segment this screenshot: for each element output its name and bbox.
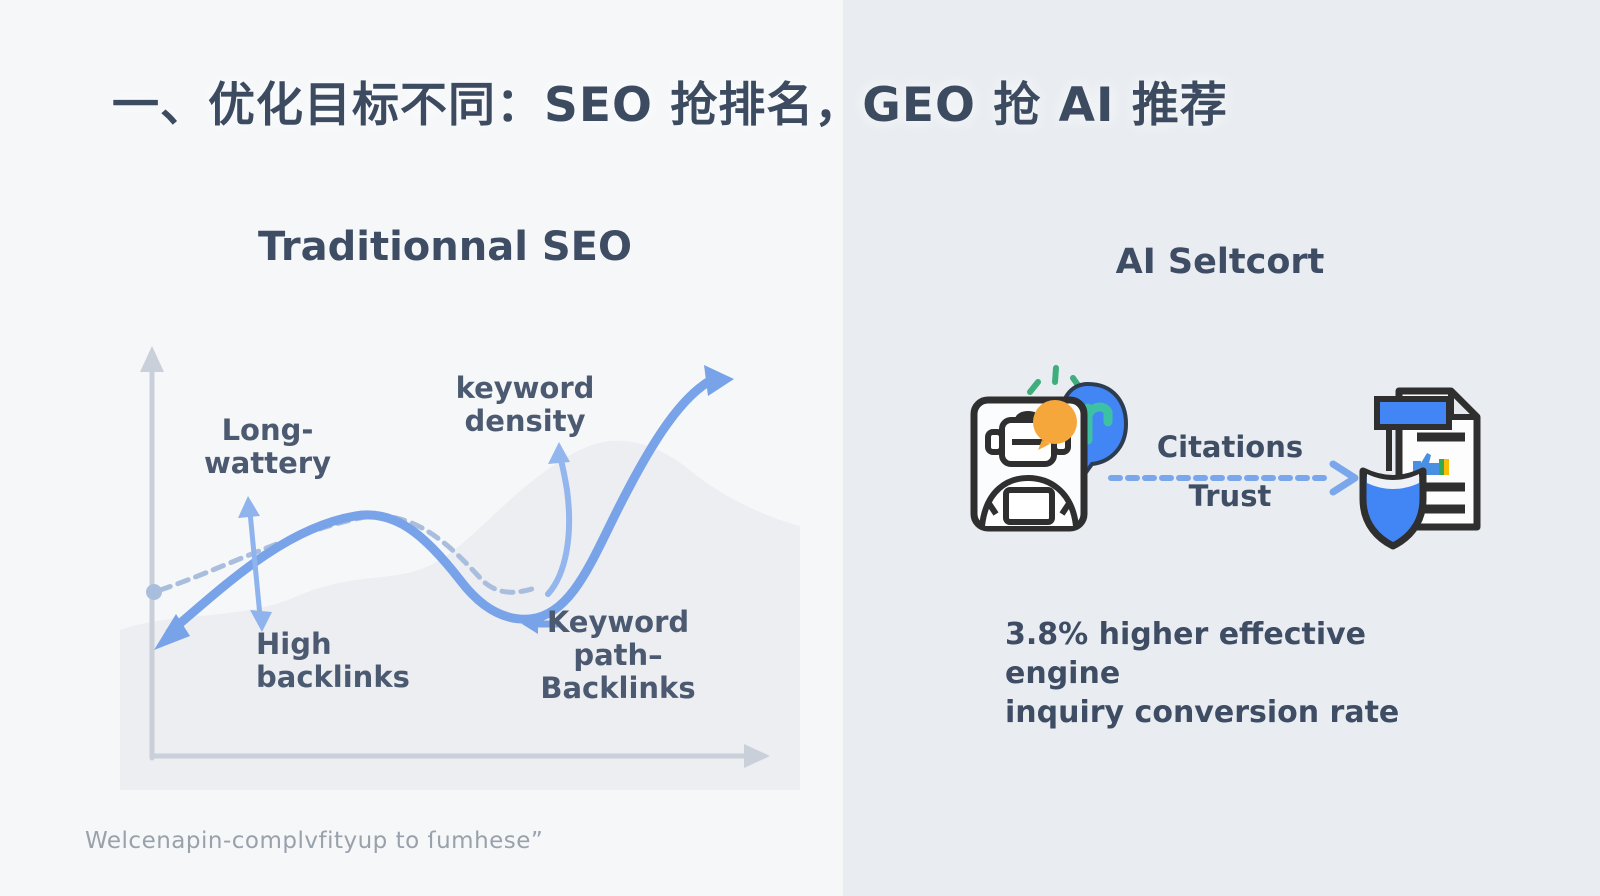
page-title: 一、优化目标不同：SEO 抢排名，GEO 抢 AI 推荐 bbox=[112, 78, 1228, 133]
trusted-document-icon bbox=[1359, 387, 1481, 550]
curve-end-arrowhead bbox=[704, 365, 734, 396]
keyword-path-arrow bbox=[522, 614, 562, 634]
seo-concept-chart bbox=[120, 346, 800, 790]
label-long-tail-line2: wattery bbox=[204, 446, 331, 480]
ai-chatbot-card-icon bbox=[970, 365, 1129, 532]
seo-panel-heading: Traditionnal SEO bbox=[258, 224, 632, 270]
curve-start-arrowhead bbox=[154, 614, 190, 650]
footer-caption: Welcenapin-complvfityup to ſumhese” bbox=[85, 828, 544, 854]
label-keyword-path-line3: Backlinks bbox=[540, 671, 696, 705]
label-long-tail-line1: Long- bbox=[221, 413, 314, 447]
axes bbox=[140, 346, 770, 768]
geo-panel-heading: AI Seltcort bbox=[1115, 242, 1325, 282]
label-keyword-path-line2: path– bbox=[573, 638, 663, 672]
hill-silhouette bbox=[120, 440, 800, 790]
flow-label-citations: Citations bbox=[1156, 430, 1304, 464]
label-high-backlinks-line1: High bbox=[256, 627, 332, 661]
conversion-stat: 3.8% higher effective engine inquiry con… bbox=[1005, 615, 1445, 732]
label-long-tail: Long- wattery bbox=[175, 414, 360, 480]
person-body bbox=[979, 474, 1079, 527]
orange-dot-icon bbox=[1033, 400, 1077, 444]
orange-dot-tail bbox=[1038, 440, 1050, 450]
label-keyword-path-line1: Keyword bbox=[546, 605, 690, 639]
dashed-arrow-icon bbox=[1108, 460, 1359, 496]
label-high-backlinks: High backlinks bbox=[256, 628, 446, 694]
seo-trend-curve bbox=[154, 365, 734, 650]
label-keyword-path-backlinks: Keyword path– Backlinks bbox=[528, 606, 708, 705]
conversion-stat-line1: 3.8% higher effective engine bbox=[1005, 617, 1367, 691]
label-keyword-density: keyword density bbox=[430, 372, 620, 438]
label-keyword-density-line1: keyword bbox=[455, 371, 595, 405]
flow-label-trust: Trust bbox=[1188, 479, 1272, 513]
keyword-density-arrow bbox=[545, 442, 573, 597]
document-header-bar bbox=[1374, 396, 1452, 430]
label-keyword-density-line2: density bbox=[464, 404, 586, 438]
conversion-stat-line2: inquiry conversion rate bbox=[1005, 695, 1400, 730]
shield-icon bbox=[1359, 467, 1427, 550]
vertical-double-arrow bbox=[238, 496, 272, 632]
label-high-backlinks-line2: backlinks bbox=[256, 660, 410, 694]
